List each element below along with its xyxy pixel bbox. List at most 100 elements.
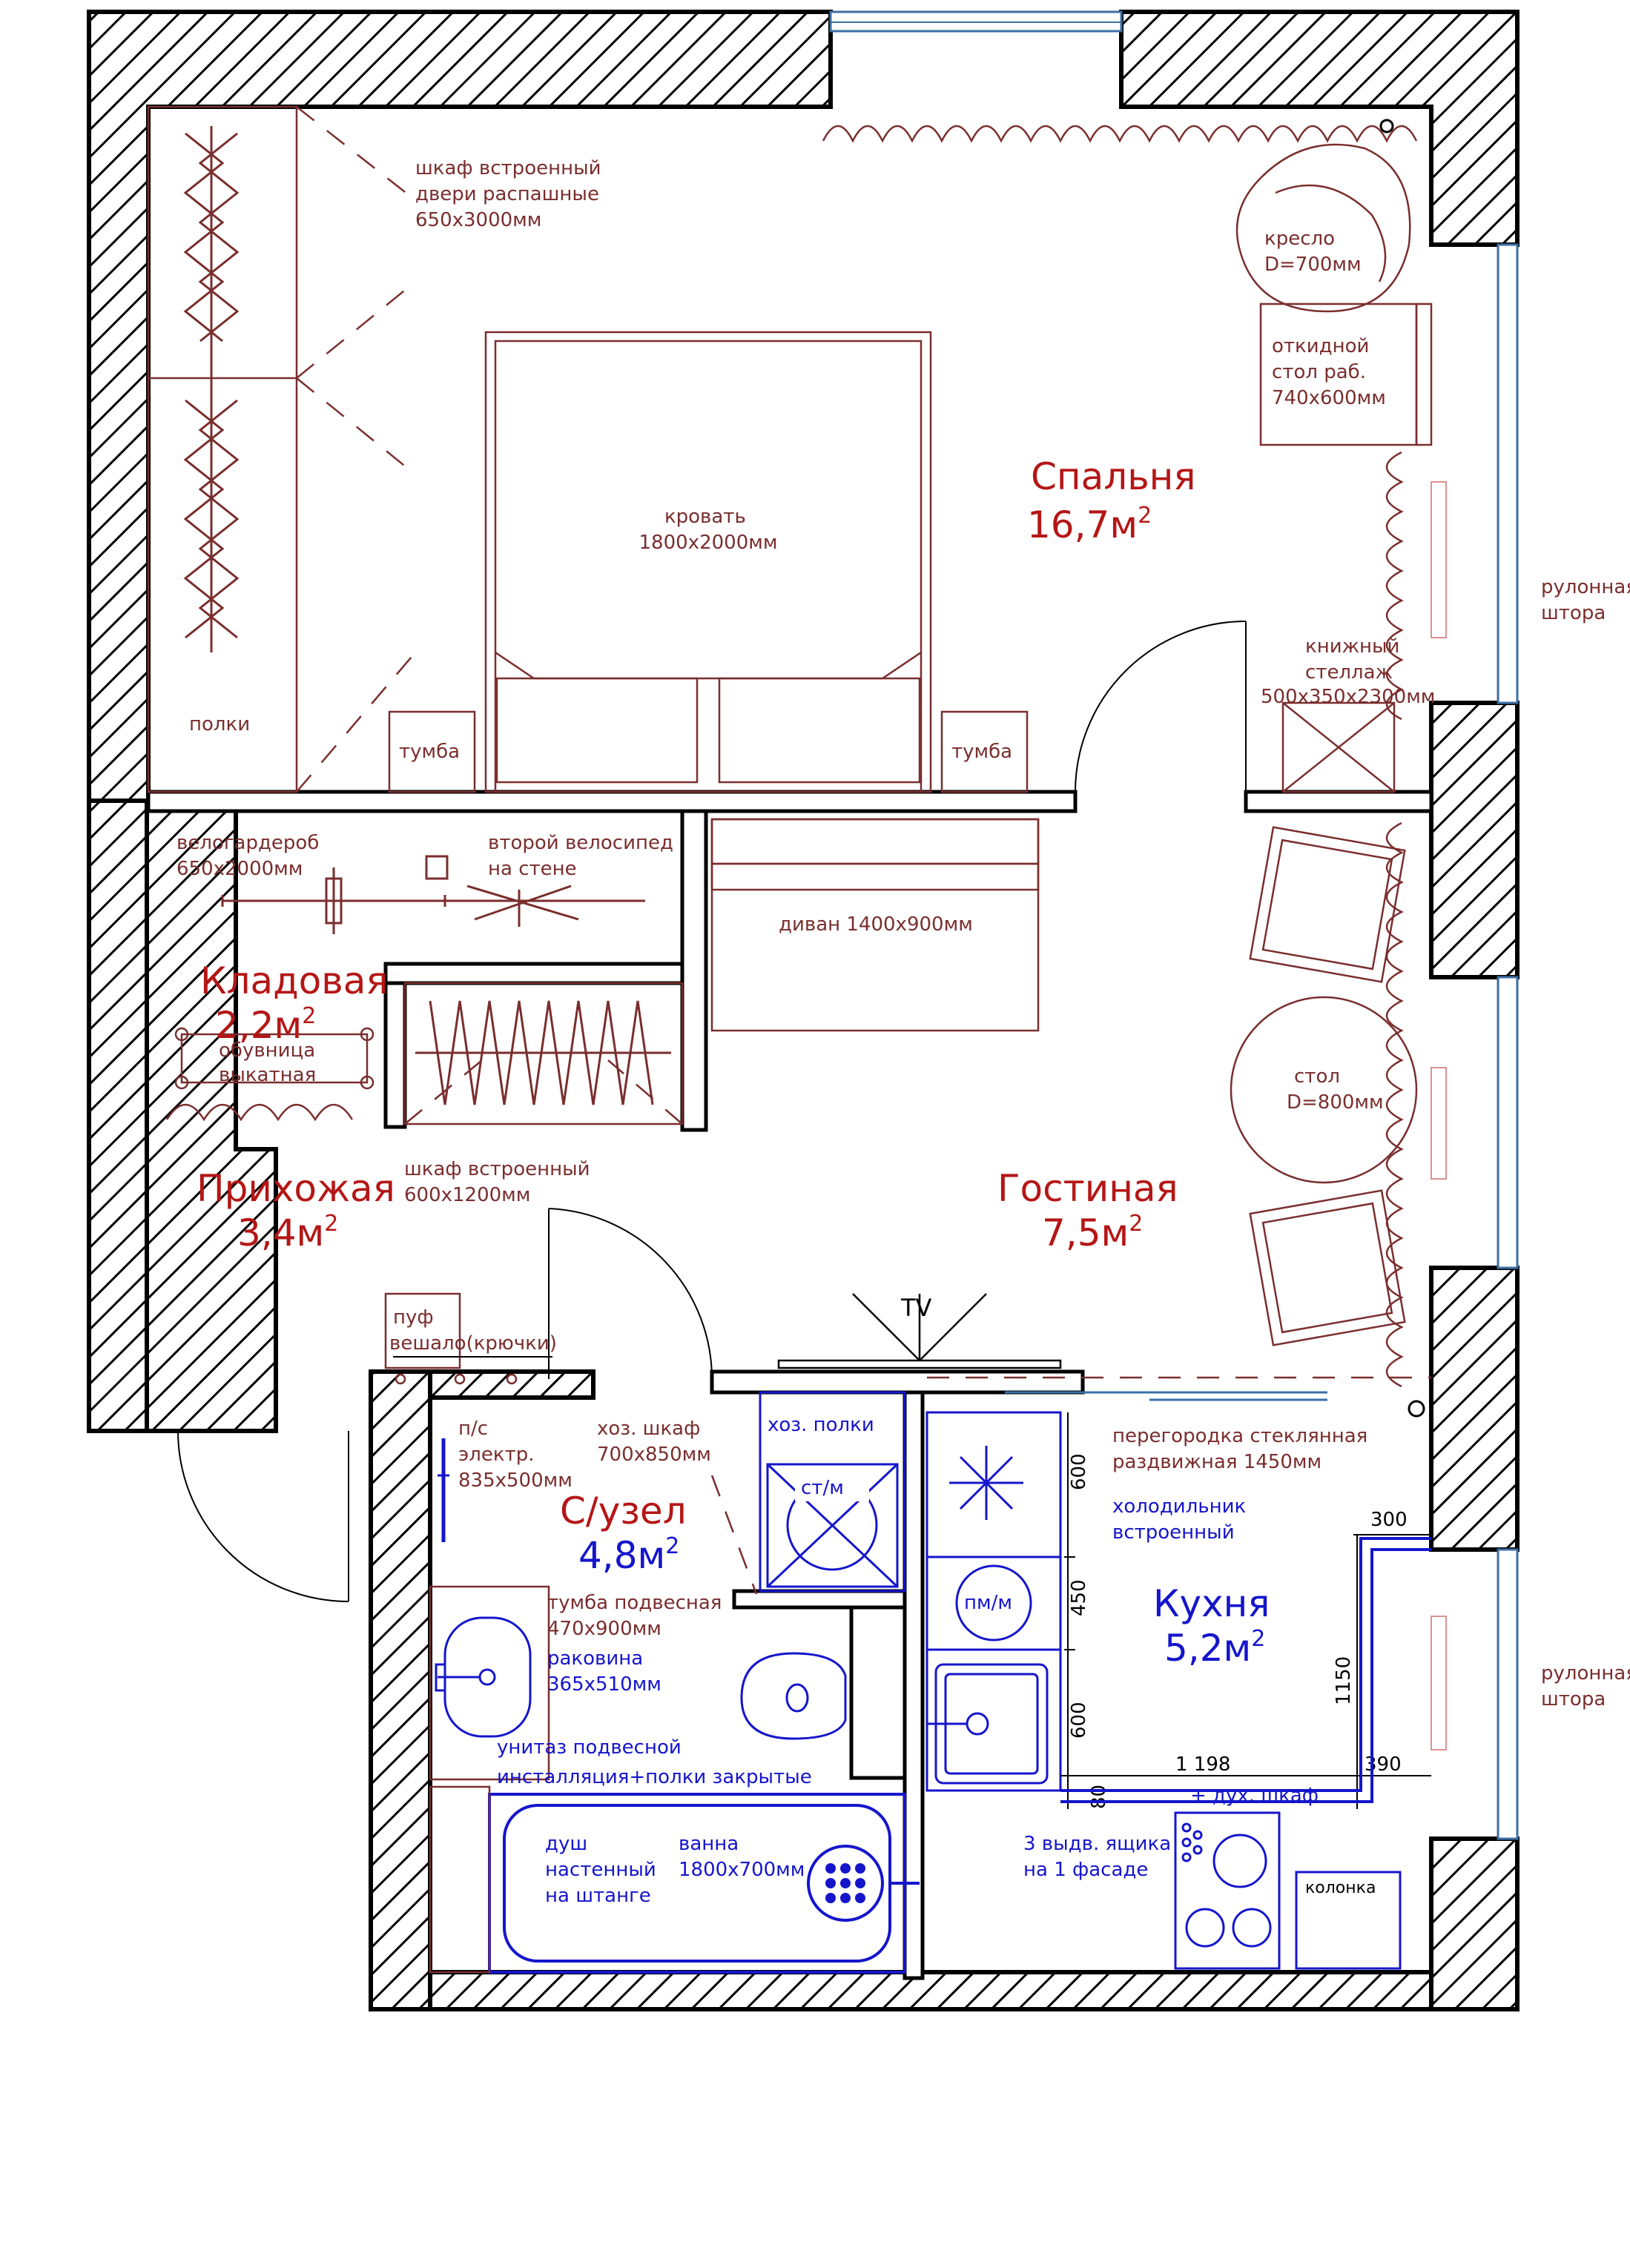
bed: кровать 1800х2000мм bbox=[484, 331, 932, 793]
bookshelf-label: книжный стеллаж 500х350х2300мм bbox=[1261, 635, 1435, 708]
bedroom-title: Спальня bbox=[1031, 455, 1195, 498]
outer-walls bbox=[87, 10, 1520, 2011]
bathroom-title: С/узел bbox=[560, 1490, 687, 1533]
utility-closet-label: хоз. шкаф 700х850мм bbox=[597, 1418, 711, 1466]
hall-area: 3,4м2 bbox=[237, 1211, 338, 1254]
wardrobe-hall bbox=[403, 982, 684, 1125]
dim-600a: 600 bbox=[1068, 1453, 1090, 1490]
windows bbox=[829, 10, 1519, 1840]
washer-icon bbox=[766, 1463, 899, 1588]
toilet-icon bbox=[740, 1652, 847, 1740]
partition-label: перегородка стеклянная раздвижная 1450мм bbox=[1112, 1425, 1374, 1473]
armchair bbox=[1235, 143, 1411, 313]
kitchen: перегородка стеклянная раздвижная 1450мм… bbox=[925, 1391, 1630, 1970]
kitchen-title: Кухня bbox=[1153, 1582, 1270, 1625]
curtain-right-living bbox=[1385, 821, 1404, 1388]
bathroom: п/с электр. 835х500мм хоз. шкаф 700х850м… bbox=[429, 1391, 920, 1974]
nightstand-left-label: тумба bbox=[399, 741, 460, 763]
window-right-2 bbox=[1497, 976, 1519, 1269]
utility-shelves-label: хоз. полки bbox=[768, 1414, 874, 1436]
folding-desk-label: откидной стол раб. 740х600мм bbox=[1272, 335, 1386, 409]
dim-390: 390 bbox=[1365, 1753, 1402, 1776]
dim-1150: 1150 bbox=[1333, 1656, 1355, 1705]
fridge-snowflake-icon bbox=[949, 1446, 1023, 1520]
storage-title: Кладовая bbox=[200, 959, 388, 1002]
hall-title: Прихожая bbox=[197, 1167, 395, 1210]
bedroom-door bbox=[1075, 621, 1247, 793]
nightstand-right-label: тумба bbox=[951, 741, 1012, 763]
bedroom: полки шкаф встроенный двери распашные 65… bbox=[147, 105, 1630, 793]
drawers-label: 3 выдв. ящика на 1 фасаде bbox=[1023, 1833, 1177, 1881]
nightstand-right bbox=[940, 710, 1029, 793]
bicycle-icon bbox=[221, 867, 446, 934]
hall: шкаф встроенный 600х1200мм Прихожая 3,4м… bbox=[177, 982, 713, 1602]
shoe-rack-label: обувница выкатная bbox=[219, 1039, 321, 1086]
armchair-living-bottom bbox=[1249, 1189, 1406, 1346]
living-title: Гостиная bbox=[997, 1167, 1178, 1210]
round-table bbox=[1230, 996, 1418, 1184]
sink-label: раковина 365х510мм bbox=[547, 1647, 661, 1696]
bike-wardrobe-label: велогардероб 650х2000мм bbox=[176, 832, 326, 880]
kitchen-cabinets bbox=[925, 1411, 1062, 1792]
curtain-top bbox=[822, 125, 1418, 143]
sink-icon bbox=[435, 1616, 532, 1738]
fridge-label: холодильник встроенный bbox=[1112, 1495, 1253, 1544]
armchair-living-top bbox=[1249, 826, 1406, 983]
second-bike-label: второй велосипед на стене bbox=[488, 832, 679, 880]
boiler bbox=[1295, 1871, 1402, 1970]
washer-label: ст/м bbox=[801, 1477, 844, 1499]
living-room: диван 1400х900мм стол D=800мм TV Гос bbox=[710, 818, 1447, 1418]
kitchen-area: 5,2м2 bbox=[1164, 1626, 1265, 1670]
tv-label: TV bbox=[900, 1294, 932, 1322]
hangers-hall-icon bbox=[415, 1000, 671, 1105]
shoe-rack bbox=[180, 1033, 369, 1084]
shower-head-icon bbox=[825, 1863, 865, 1903]
dishwasher-label: пм/м bbox=[964, 1592, 1012, 1614]
armchair-label: кресло D=700мм bbox=[1264, 228, 1362, 276]
bed-label: кровать 1800х2000мм bbox=[639, 506, 778, 554]
storage-area: 2,2м2 bbox=[215, 1003, 316, 1047]
wardrobe-hall-label: шкаф встроенный 600х1200мм bbox=[404, 1158, 596, 1206]
curtain-storage bbox=[165, 1103, 354, 1122]
living-area: 7,5м2 bbox=[1042, 1211, 1143, 1254]
dim-80: 80 bbox=[1088, 1785, 1110, 1809]
oven-label: + дух. шкаф bbox=[1190, 1785, 1319, 1807]
hangers-icon bbox=[183, 126, 240, 652]
shelves-label: полки bbox=[189, 713, 250, 735]
bathtub-icon bbox=[488, 1793, 920, 1974]
wardrobe-bedroom-label: шкаф встроенный двери распашные 650х3000… bbox=[415, 157, 607, 231]
entry-door bbox=[177, 1430, 349, 1602]
bath-cabinet bbox=[429, 1585, 550, 1781]
bicycle-wall-icon bbox=[425, 855, 645, 927]
bathtub-label: ванна 1800х700мм bbox=[679, 1833, 805, 1881]
countertop bbox=[1060, 1537, 1431, 1803]
window-right-3 bbox=[1497, 1548, 1519, 1840]
window-right-1 bbox=[1497, 243, 1519, 704]
bookshelf bbox=[1281, 701, 1396, 793]
dishwasher-icon bbox=[955, 1564, 1032, 1642]
dim-600b: 600 bbox=[1068, 1702, 1090, 1739]
shower-label: душ настенный на штанге bbox=[545, 1833, 662, 1907]
pouf bbox=[384, 1292, 461, 1369]
sofa-label: диван 1400х900мм bbox=[779, 913, 973, 936]
kitchen-sink-icon bbox=[927, 1663, 1049, 1785]
panel-label: п/с электр. 835х500мм bbox=[458, 1418, 573, 1492]
curtain-right-bedroom bbox=[1385, 451, 1404, 721]
boiler-label: колонка bbox=[1305, 1879, 1376, 1897]
table-label: стол D=800мм bbox=[1287, 1065, 1384, 1114]
sofa bbox=[710, 818, 1040, 1032]
pouf-label: пуф вешало(крючки) bbox=[389, 1306, 557, 1355]
dim-450: 450 bbox=[1068, 1579, 1090, 1616]
living-door bbox=[548, 1208, 713, 1380]
dim-1198: 1 198 bbox=[1175, 1753, 1230, 1776]
bathroom-area: 4,8м2 bbox=[578, 1533, 679, 1577]
kitchen-dimensions bbox=[1060, 1412, 1431, 1809]
bedroom-area: 16,7м2 bbox=[1027, 503, 1152, 546]
storage-room: велогардероб 650х2000мм второй велосипед… bbox=[165, 832, 679, 1122]
stove-icon bbox=[1174, 1811, 1281, 1970]
cabinet-label: тумба подвесная 470х900мм bbox=[547, 1592, 728, 1640]
tv-icon bbox=[777, 1293, 1062, 1369]
toilet-label: унитаз подвесной инсталляция+полки закры… bbox=[497, 1736, 812, 1788]
roller-blind-2-label: рулонная штора bbox=[1541, 1662, 1630, 1710]
